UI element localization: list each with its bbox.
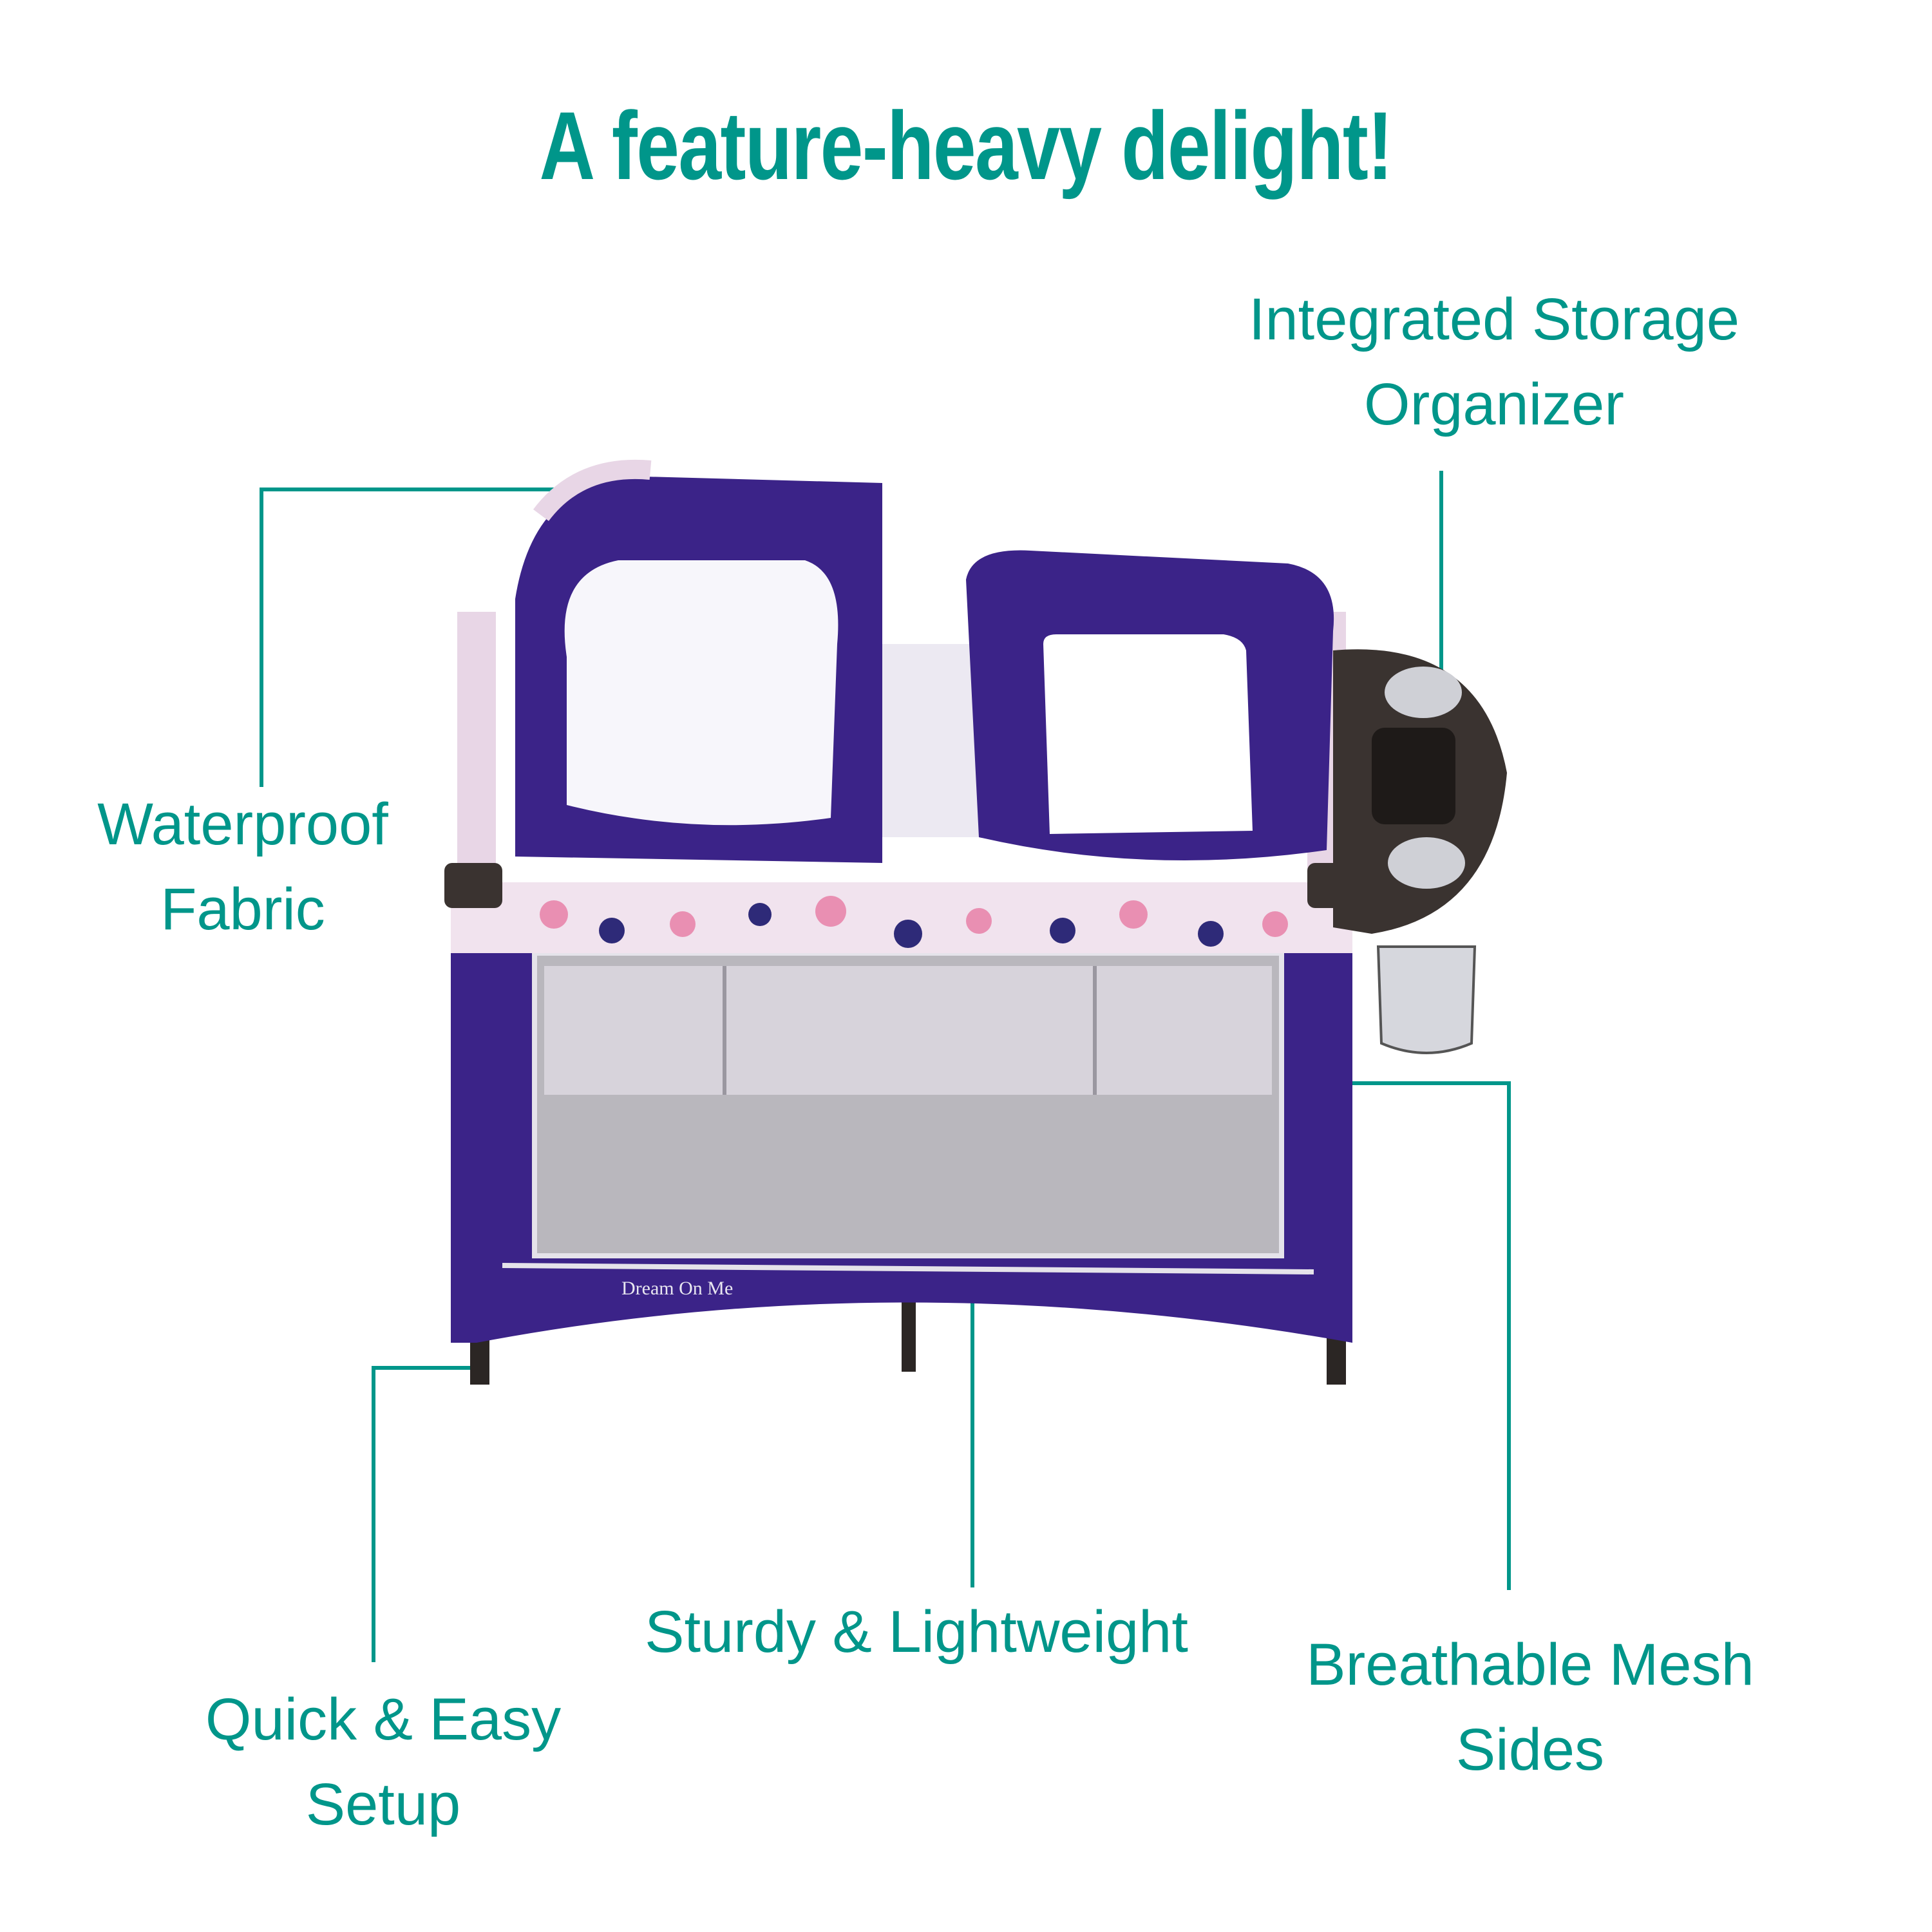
callout-line-mesh bbox=[1278, 1081, 1511, 1590]
feature-label-line: Breathable Mesh bbox=[1306, 1632, 1754, 1698]
feature-label-setup: Quick & Easy Setup bbox=[205, 1677, 561, 1847]
feature-label-line: Organizer bbox=[1364, 372, 1624, 437]
feature-label-line: Quick & Easy bbox=[205, 1687, 562, 1752]
callout-line-setup bbox=[372, 1366, 479, 1662]
bassinet bbox=[515, 459, 882, 863]
feature-label-line: Fabric bbox=[160, 876, 325, 942]
callout-line-fabric bbox=[260, 488, 598, 787]
brand-logo: Dream On Me bbox=[621, 1278, 733, 1299]
headline-text: A feature-heavy delight! bbox=[539, 91, 1394, 200]
feature-label-mesh: Breathable Mesh Sides bbox=[1306, 1622, 1754, 1792]
playard-legs bbox=[470, 1288, 1346, 1385]
feature-label-line: Integrated Storage bbox=[1248, 287, 1740, 352]
floral-side-rail bbox=[457, 612, 496, 889]
feature-label-fabric: Waterproof Fabric bbox=[97, 782, 388, 952]
feature-label-line: Sturdy & Lightweight bbox=[645, 1599, 1188, 1665]
feature-label-line: Setup bbox=[305, 1772, 461, 1837]
headline: A feature-heavy delight! bbox=[0, 90, 1932, 202]
feature-label-line: Sides bbox=[1455, 1717, 1605, 1783]
feature-label-line: Waterproof bbox=[97, 791, 388, 857]
changing-table bbox=[966, 550, 1334, 860]
feature-label-storage: Integrated Storage Organizer bbox=[1249, 277, 1739, 447]
feature-label-sturdy: Sturdy & Lightweight bbox=[645, 1589, 1188, 1674]
storage-organizer bbox=[1333, 649, 1507, 1054]
